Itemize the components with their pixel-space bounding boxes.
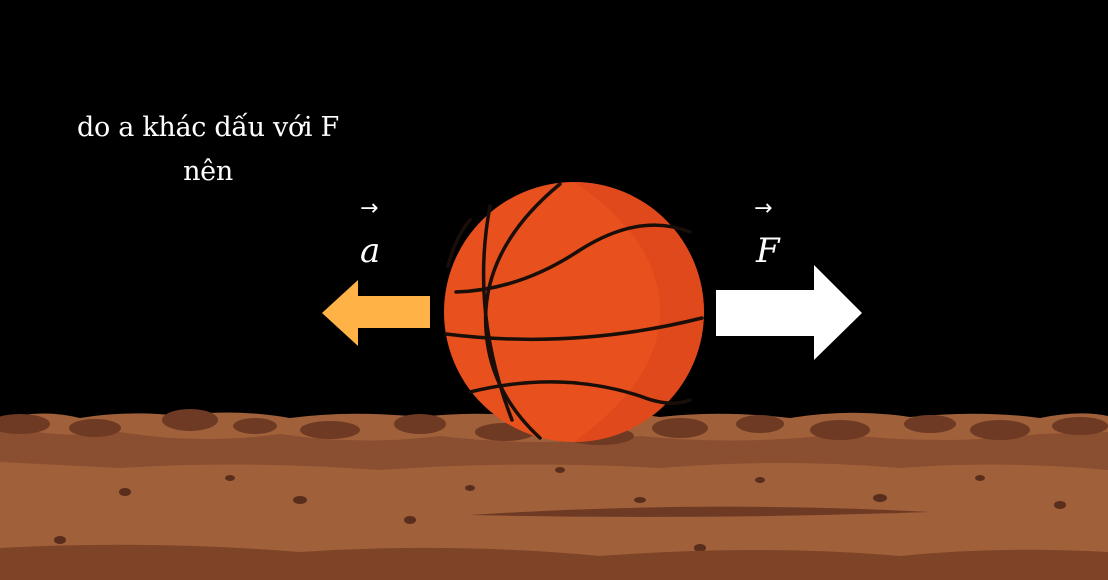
- force-arrow: [716, 265, 862, 360]
- acceleration-arrow: [322, 280, 430, 346]
- vector-f-label: F: [756, 231, 780, 271]
- caption-line-2: nên: [183, 156, 233, 187]
- ground: [0, 409, 1108, 580]
- vector-a-label: a: [360, 231, 381, 271]
- vector-a-arrow-accent: →: [360, 196, 379, 221]
- vector-f-arrow-accent: →: [754, 196, 773, 221]
- caption-line-1: do a khác dấu với F: [77, 112, 339, 143]
- caption: do a khác dấu với F nên: [40, 106, 376, 194]
- basketball: [444, 182, 704, 442]
